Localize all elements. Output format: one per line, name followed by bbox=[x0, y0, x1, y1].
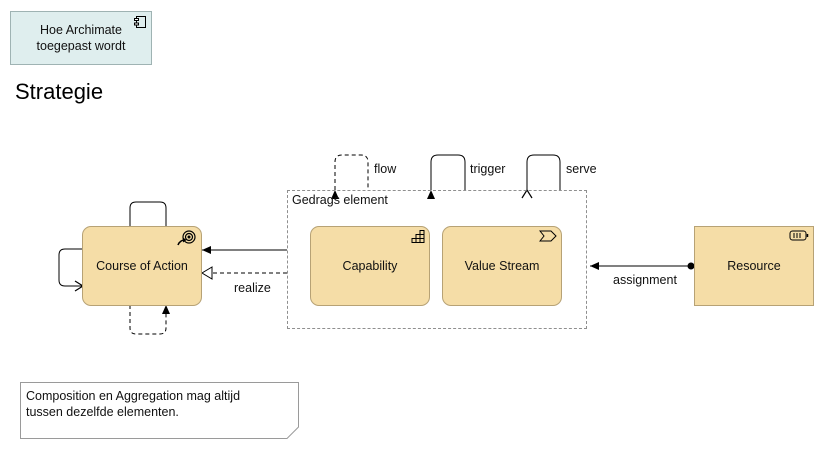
note-archimate-line1: Hoe Archimate bbox=[40, 23, 122, 37]
capability-label: Capability bbox=[342, 259, 398, 273]
note-composition-text: Composition en Aggregation mag altijd tu… bbox=[26, 388, 293, 420]
component-icon bbox=[134, 16, 146, 28]
serve-label: serve bbox=[566, 162, 597, 176]
assignment-label: assignment bbox=[613, 273, 677, 287]
course-of-action-left-loop bbox=[58, 248, 85, 292]
page-title: Strategie bbox=[15, 79, 104, 104]
resource-label: Resource bbox=[727, 259, 781, 273]
trigger-loop bbox=[427, 154, 466, 199]
note-archimate-line2: toegepast wordt bbox=[36, 39, 126, 53]
flow-label: flow bbox=[374, 162, 397, 176]
value-stream-element[interactable]: Value Stream bbox=[442, 226, 562, 306]
capability-element[interactable]: Capability bbox=[310, 226, 430, 306]
course-of-action-label: Course of Action bbox=[96, 259, 188, 273]
note-archimate-usage[interactable]: Hoe Archimate toegepast wordt bbox=[10, 11, 152, 65]
realize-arrowhead bbox=[201, 266, 213, 280]
serve-loop bbox=[521, 154, 561, 199]
capability-icon bbox=[411, 230, 425, 243]
group-label: Gedrags element bbox=[292, 193, 388, 207]
note-shape bbox=[20, 382, 299, 439]
flow-loop bbox=[331, 154, 369, 199]
trigger-label: trigger bbox=[470, 162, 506, 176]
course-of-action-icon bbox=[177, 230, 196, 246]
assignment-dot bbox=[687, 262, 695, 270]
resource-icon bbox=[789, 230, 809, 241]
behavior-group[interactable]: Gedrags element bbox=[287, 190, 587, 329]
course-of-action-bottom-loop bbox=[129, 305, 170, 335]
realize-label: realize bbox=[234, 281, 271, 295]
course-of-action-top-loop bbox=[126, 201, 167, 236]
note-composition-line2: tussen dezelfde elementen. bbox=[26, 405, 179, 419]
resource-element[interactable]: Resource bbox=[694, 226, 814, 306]
note-composition-line1: Composition en Aggregation mag altijd bbox=[26, 389, 241, 403]
value-stream-icon bbox=[539, 230, 557, 242]
note-archimate-text: Hoe Archimate toegepast wordt bbox=[26, 22, 136, 54]
course-of-action-element[interactable]: Course of Action bbox=[82, 226, 202, 306]
note-composition-aggregation[interactable]: Composition en Aggregation mag altijd tu… bbox=[20, 382, 299, 439]
value-stream-label: Value Stream bbox=[464, 259, 540, 273]
